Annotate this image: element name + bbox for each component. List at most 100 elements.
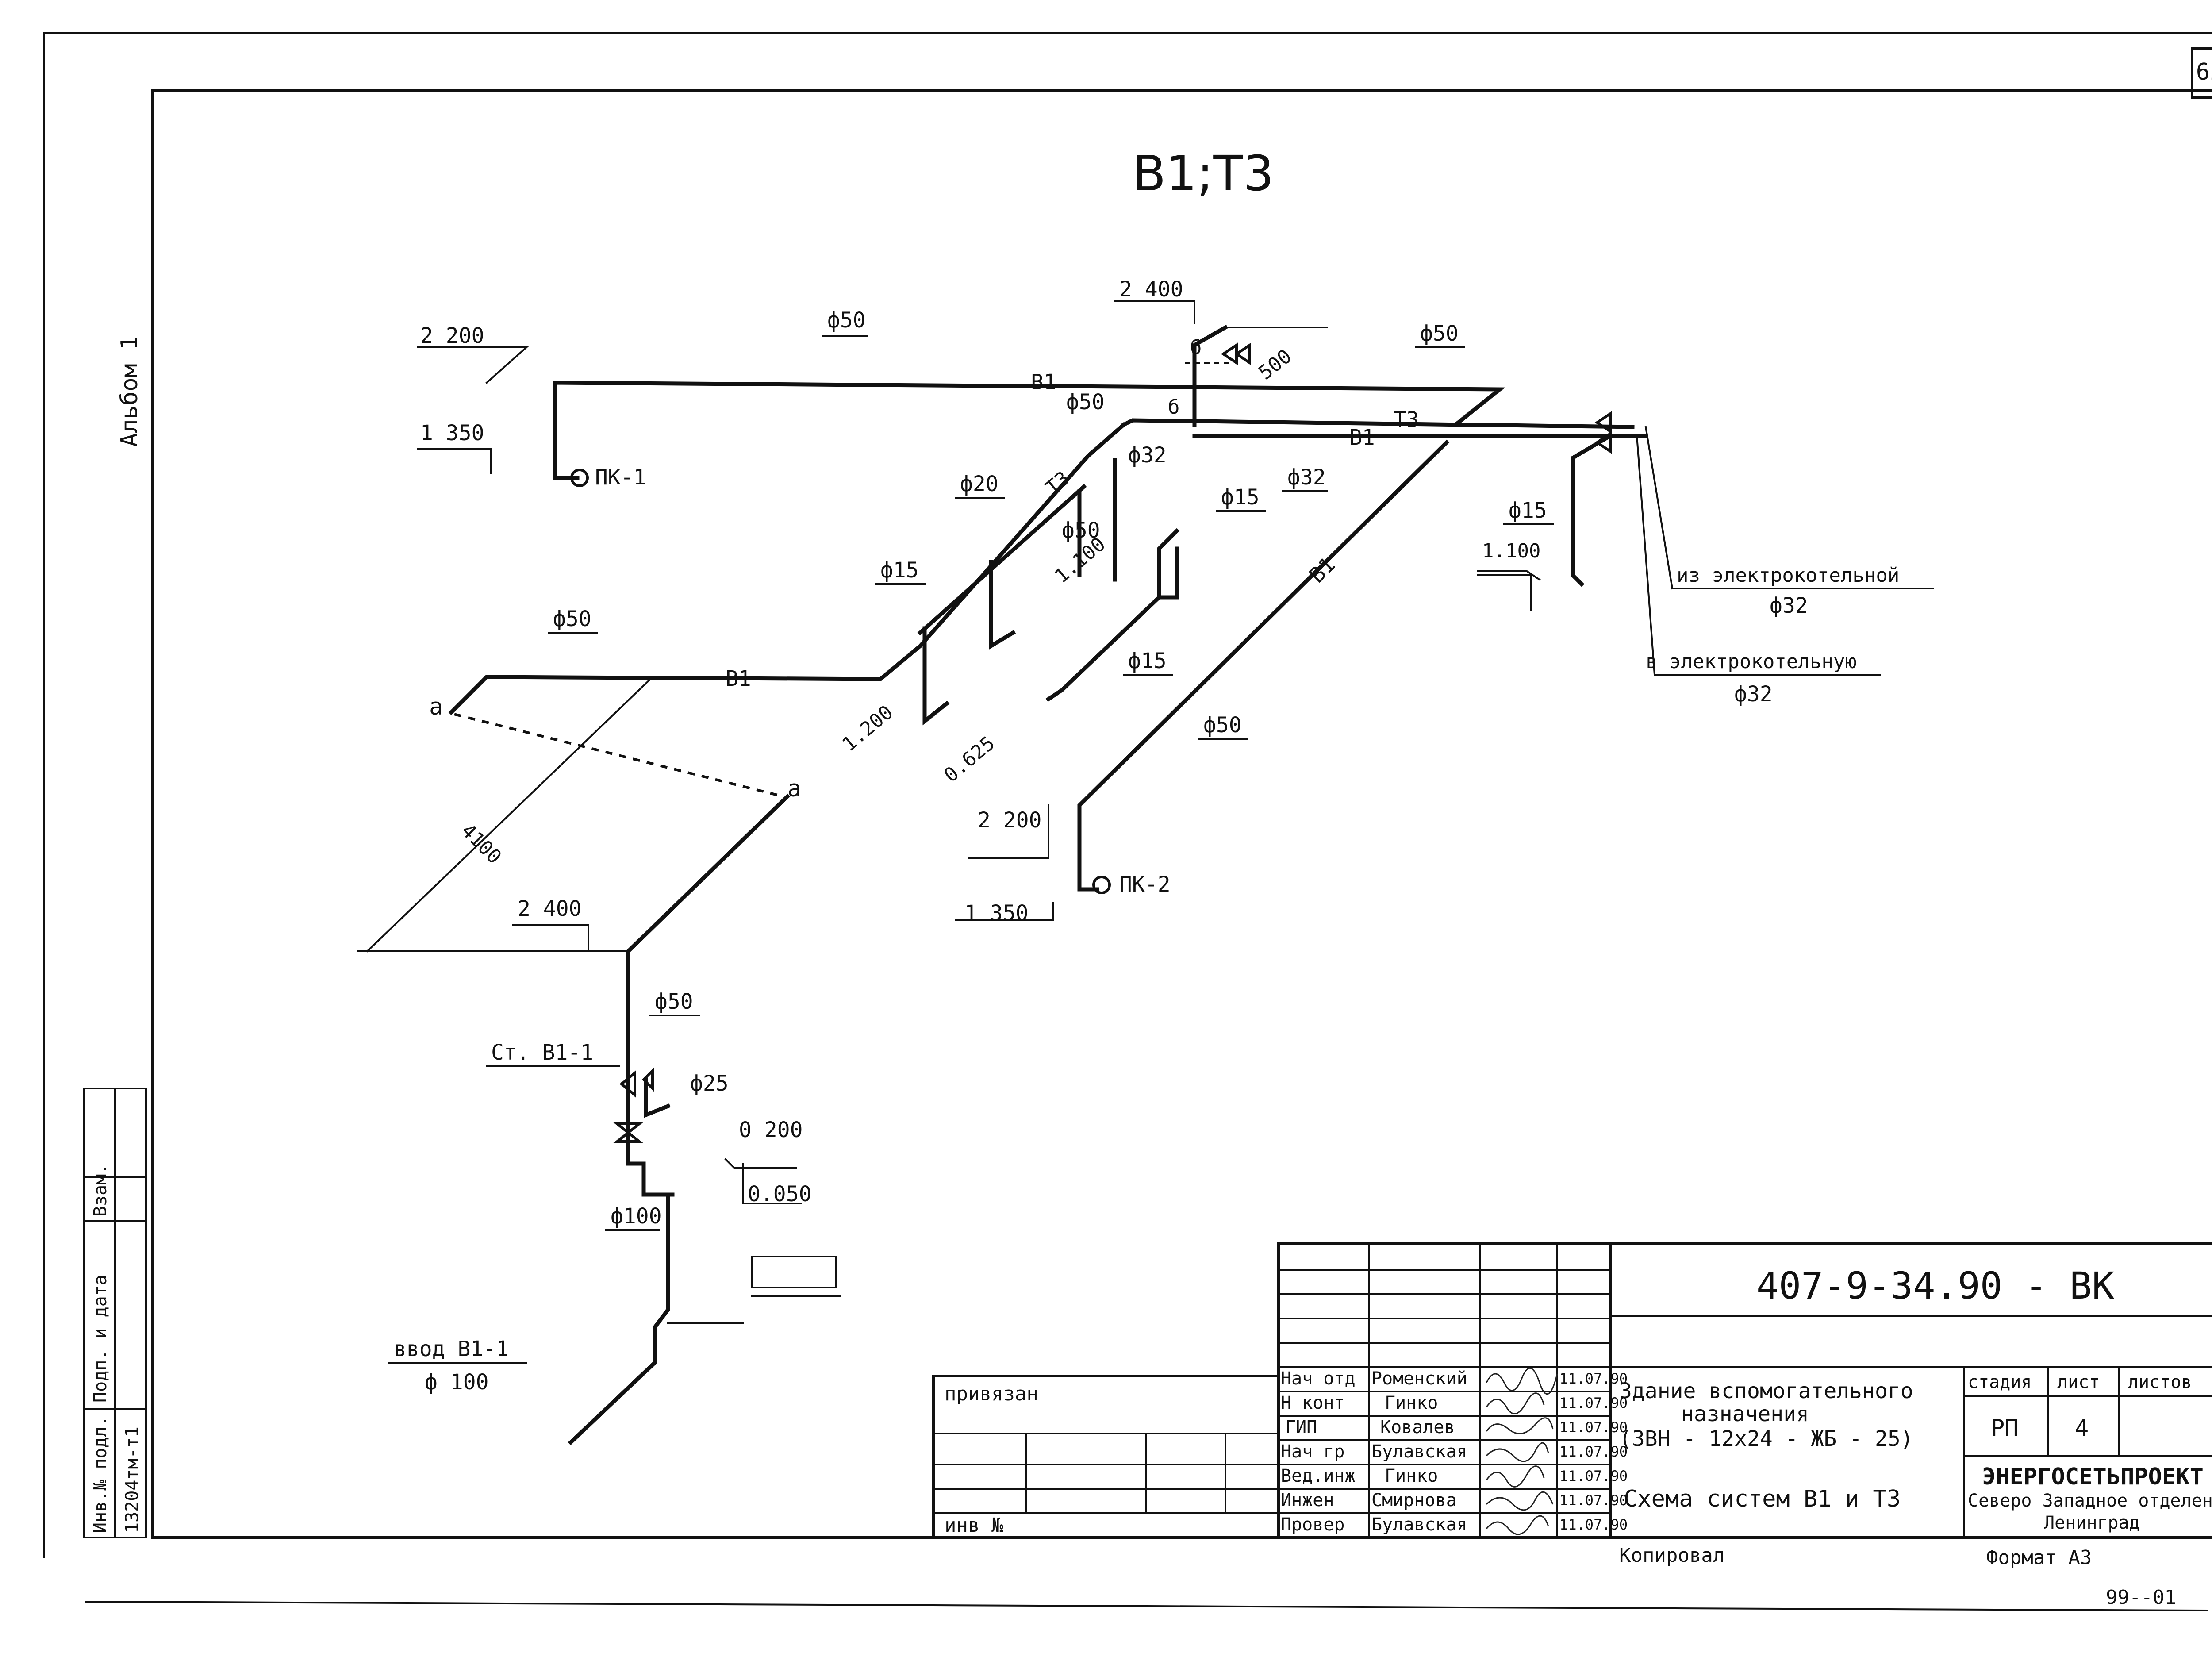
svg-text:инв №: инв № (945, 1514, 1003, 1537)
svg-text:1.200: 1.200 (838, 701, 897, 756)
svg-text:в электрокотельную: в электрокотельную (1646, 650, 1857, 673)
corner-number: 62 (2196, 59, 2212, 85)
svg-text:ф50: ф50 (1203, 713, 1242, 738)
svg-text:4: 4 (2075, 1415, 2089, 1441)
title-block-text: 407-9-34.90 - ВК привязан инв № Нач отд … (945, 1264, 2212, 1537)
side-stamp: Взам. Подп. и дата Инв.№ подл. 13204тм-т… (83, 1088, 147, 1538)
drawing-labels: 2 200 ф50 В1 1 350 ПК-1 2 400 б б 500 ф5… (388, 277, 1899, 1395)
svg-text:ф15: ф15 (1128, 649, 1167, 673)
svg-text:Гинко: Гинко (1385, 1466, 1438, 1486)
svg-text:Инжен: Инжен (1281, 1490, 1334, 1511)
svg-text:2 200: 2 200 (420, 323, 484, 348)
title-block (932, 1242, 2212, 1539)
svg-text:Роменский: Роменский (1371, 1368, 1467, 1389)
pipe-b1-diagonal (1077, 439, 1450, 892)
svg-text:Северо Западное отделение: Северо Западное отделение (1968, 1491, 2212, 1511)
svg-text:ф15: ф15 (1509, 498, 1547, 523)
pipe-boiler-in (1636, 434, 1656, 676)
svg-text:11.07.90: 11.07.90 (1559, 1370, 1628, 1387)
frame (43, 32, 2212, 1612)
svg-text:11.07.90: 11.07.90 (1559, 1516, 1628, 1533)
svg-text:Ленинград: Ленинград (2044, 1513, 2140, 1533)
svg-text:ф25: ф25 (690, 1071, 729, 1096)
break-line-a (454, 713, 785, 798)
svg-text:ГИП: ГИП (1285, 1417, 1317, 1438)
svg-text:ф 100: ф 100 (425, 1370, 489, 1395)
footer-code: 99--01 (2106, 1586, 2176, 1609)
svg-text:Гинко: Гинко (1385, 1393, 1438, 1413)
svg-text:Булавская: Булавская (1371, 1514, 1467, 1535)
svg-text:Булавская: Булавская (1371, 1441, 1467, 1462)
svg-text:ф32: ф32 (1128, 443, 1167, 468)
svg-text:Провер: Провер (1281, 1514, 1345, 1535)
svg-text:ввод В1-1: ввод В1-1 (394, 1337, 509, 1361)
svg-text:стадия: стадия (1968, 1372, 2032, 1392)
svg-text:ЭНЕРГОСЕТЬПРОЕКТ: ЭНЕРГОСЕТЬПРОЕКТ (1982, 1464, 2204, 1490)
svg-text:б: б (1190, 336, 1202, 359)
svg-text:500: 500 (1254, 345, 1296, 384)
svg-text:Ковалев: Ковалев (1380, 1417, 1455, 1438)
svg-text:0.625: 0.625 (940, 732, 999, 787)
svg-text:ПК-2: ПК-2 (1119, 872, 1171, 897)
svg-text:В1: В1 (1349, 425, 1375, 450)
svg-text:Ст. В1-1: Ст. В1-1 (491, 1040, 593, 1065)
svg-text:Смирнова: Смирнова (1371, 1490, 1457, 1511)
pipe-scheme (357, 300, 1934, 1445)
svg-text:РП: РП (1991, 1415, 2019, 1441)
svg-text:ф32: ф32 (1770, 593, 1808, 618)
svg-text:Нач гр: Нач гр (1281, 1441, 1345, 1462)
svg-text:11.07.90: 11.07.90 (1559, 1443, 1628, 1460)
svg-text:ф15: ф15 (880, 558, 919, 583)
svg-text:ф50: ф50 (1066, 390, 1105, 415)
svg-text:13204тм-т1: 13204тм-т1 (122, 1426, 142, 1533)
svg-text:(ЗВН - 12х24 - ЖБ - 25): (ЗВН - 12х24 - ЖБ - 25) (1619, 1426, 1913, 1451)
footer-copied: Копировал (1619, 1544, 1724, 1567)
svg-text:а: а (429, 694, 443, 720)
svg-text:ф50: ф50 (655, 989, 693, 1014)
svg-text:Нач отд: Нач отд (1281, 1368, 1356, 1389)
svg-text:Вед.инж: Вед.инж (1281, 1466, 1356, 1486)
hydrant-pk2 (1092, 876, 1111, 894)
svg-text:11.07.90: 11.07.90 (1559, 1492, 1628, 1509)
pipe-b1-left (448, 422, 1127, 715)
svg-text:Т3: Т3 (1394, 407, 1419, 432)
footer-format: Формат А3 (1986, 1546, 2092, 1569)
svg-text:1 350: 1 350 (964, 901, 1029, 926)
svg-text:привязан: привязан (945, 1383, 1038, 1405)
svg-text:ф50: ф50 (1062, 518, 1100, 543)
svg-text:ПК-1: ПК-1 (595, 465, 646, 490)
svg-text:Здание вспомогательного: Здание вспомогательного (1619, 1379, 1913, 1403)
svg-text:ф100: ф100 (611, 1204, 662, 1229)
svg-text:ф32: ф32 (1287, 465, 1326, 490)
svg-text:11.07.90: 11.07.90 (1559, 1395, 1628, 1411)
svg-text:ф32: ф32 (1734, 682, 1773, 707)
pipe-b1-top (553, 381, 1505, 480)
svg-text:4100: 4100 (457, 819, 506, 869)
signatures (1486, 1368, 1558, 1535)
svg-text:1.100: 1.100 (1482, 540, 1540, 562)
svg-text:Инв.№ подл.: Инв.№ подл. (90, 1416, 111, 1533)
svg-text:Взам.: Взам. (90, 1164, 111, 1217)
hydrant-pk1 (570, 469, 589, 487)
svg-text:ф20: ф20 (960, 472, 998, 496)
svg-text:назначения: назначения (1681, 1402, 1809, 1426)
svg-text:В1: В1 (1305, 552, 1340, 588)
svg-text:11.07.90: 11.07.90 (1559, 1419, 1628, 1436)
pipe-t3-horizontal (1121, 418, 1635, 429)
svg-text:лист: лист (2057, 1372, 2100, 1392)
svg-text:листов: листов (2128, 1372, 2192, 1392)
svg-text:0 200: 0 200 (739, 1118, 803, 1142)
svg-text:ф50: ф50 (827, 308, 866, 333)
svg-text:Схема систем В1 и Т3: Схема систем В1 и Т3 (1624, 1486, 1901, 1512)
svg-text:В1: В1 (1031, 370, 1056, 395)
pipe-boiler-out (1644, 426, 1674, 590)
svg-text:1 350: 1 350 (420, 421, 484, 446)
svg-text:11.07.90: 11.07.90 (1559, 1468, 1628, 1484)
svg-text:2 400: 2 400 (518, 896, 582, 921)
svg-text:ф15: ф15 (1221, 485, 1260, 510)
album-label: Альбом 1 (116, 336, 143, 447)
drawing-title: В1;Т3 (1133, 145, 1274, 202)
pipe-boiler-riser (1571, 433, 1613, 587)
svg-text:Н конт: Н конт (1281, 1393, 1345, 1413)
